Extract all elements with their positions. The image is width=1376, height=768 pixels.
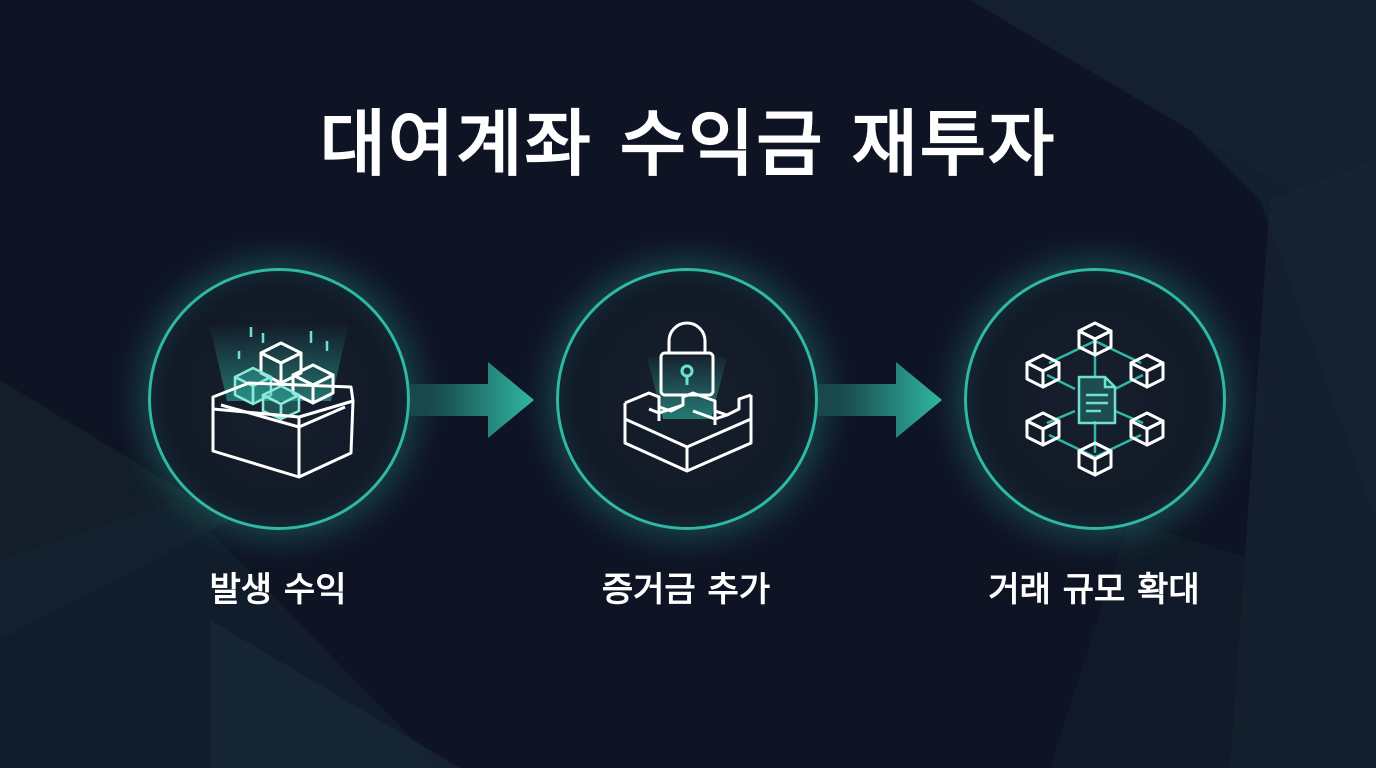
box-with-cubes-icon bbox=[209, 323, 355, 479]
lock-fortress-icon bbox=[623, 321, 753, 473]
step-2-label: 증거금 추가 bbox=[601, 570, 771, 610]
arrow-right-icon bbox=[818, 362, 942, 438]
page-title: 대여계좌 수익금 재투자 bbox=[319, 102, 1057, 186]
step-2-circle bbox=[556, 268, 818, 530]
document-icon bbox=[1077, 375, 1117, 425]
step-1-circle bbox=[148, 268, 410, 530]
step-1-label: 발생 수익 bbox=[209, 570, 347, 610]
step-3-circle bbox=[964, 268, 1226, 530]
arrow-right-icon bbox=[410, 362, 534, 438]
step-3-label: 거래 규모 확대 bbox=[988, 570, 1200, 610]
cube-network-document-icon bbox=[1025, 321, 1165, 477]
